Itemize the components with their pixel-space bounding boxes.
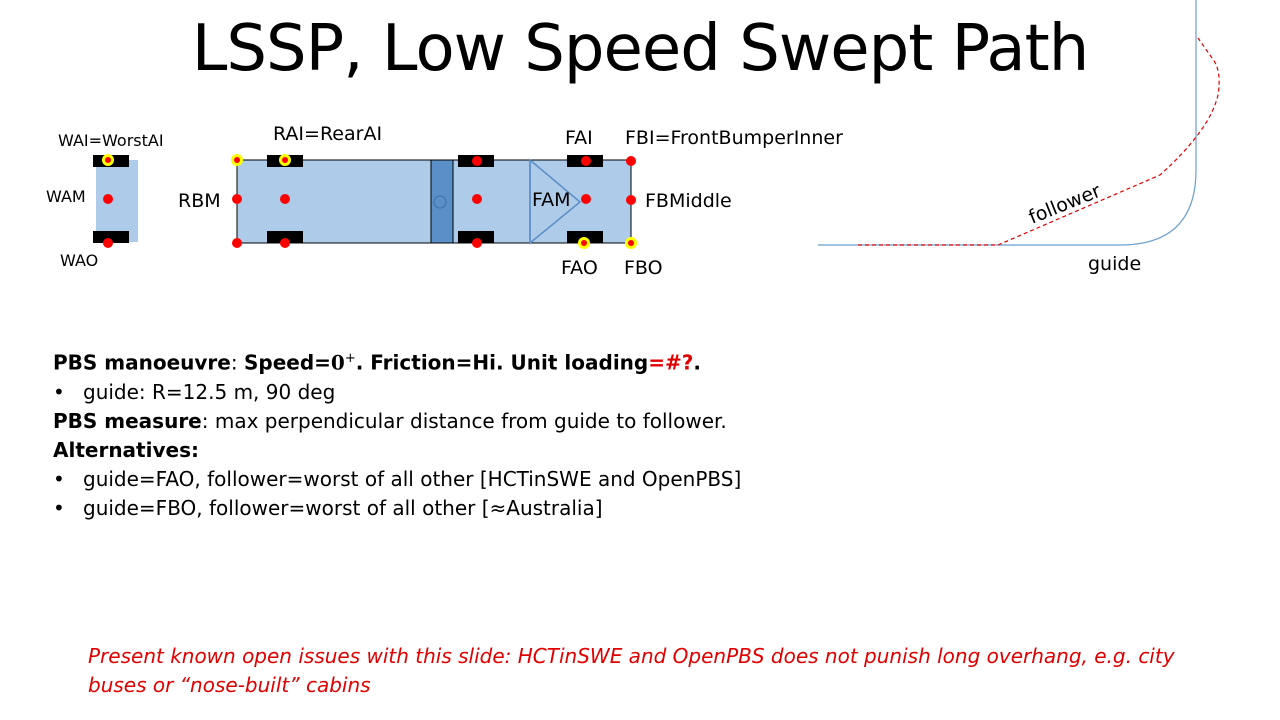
bullet-guide-text: guide: R=12.5 m, 90 deg xyxy=(83,379,336,404)
label-rai: RAI=RearAI xyxy=(273,123,382,145)
point-mid-middle xyxy=(472,194,482,204)
rear-wheel-bottom xyxy=(267,231,303,243)
trailer-wheel-bottom xyxy=(93,231,129,243)
slide-title: LSSP, Low Speed Swept Path xyxy=(191,12,1090,86)
manoeuvre-label: PBS manoeuvre xyxy=(53,350,231,375)
bullet-alt1: • guide=FAO, follower=worst of all other … xyxy=(53,465,741,494)
coupling-point xyxy=(433,195,447,209)
label-fbmiddle: FBMiddle xyxy=(645,190,732,212)
label-fai: FAI xyxy=(565,127,593,149)
speed-label: Speed= xyxy=(243,350,331,375)
bullet-alt2-text: guide=FBO, follower=worst of all other [… xyxy=(83,495,603,520)
point-fbo-core xyxy=(628,240,634,246)
bullet-alt1-text: guide=FAO, follower=worst of all other [… xyxy=(83,466,742,491)
guide-path xyxy=(818,0,1197,246)
point-rear-axle-outer xyxy=(280,238,290,248)
point-fai xyxy=(581,156,591,166)
follower-path xyxy=(858,37,1220,246)
label-fao: FAO xyxy=(561,257,598,279)
point-fam xyxy=(581,194,591,204)
label-wam: WAM xyxy=(46,187,86,206)
label-wao: WAO xyxy=(60,251,98,270)
point-wai-core xyxy=(105,157,111,163)
label-fam: FAM xyxy=(532,189,571,211)
point-rai-core xyxy=(282,157,288,163)
point-rear-axle-mid xyxy=(280,194,290,204)
manoeuvre-line: PBS manoeuvre: Speed=0+. Friction=Hi. Un… xyxy=(53,344,741,378)
label-rbm: RBM xyxy=(178,190,221,212)
bullet-guide: • guide: R=12.5 m, 90 deg xyxy=(53,378,741,407)
point-rear-corner-top-core xyxy=(234,157,240,163)
label-guide: guide xyxy=(1088,253,1141,275)
point-rear-corner-bottom xyxy=(232,238,242,248)
alternatives-label: Alternatives: xyxy=(53,437,199,462)
point-mid-bottom xyxy=(472,238,482,248)
bullet-marker: • xyxy=(53,466,65,491)
alternatives-heading: Alternatives: xyxy=(53,436,741,465)
point-fao-core xyxy=(581,240,587,246)
unit-loading-value: =#? xyxy=(648,350,694,375)
trailer-body xyxy=(96,160,138,242)
label-fbi: FBI=FrontBumperInner xyxy=(625,127,843,149)
bullet-marker: • xyxy=(53,379,65,404)
friction-loading: . Friction=Hi. Unit loading xyxy=(355,350,649,375)
label-fbo: FBO xyxy=(624,257,663,279)
bullet-alt2: • guide=FBO, follower=worst of all other … xyxy=(53,494,741,523)
measure-text: : max perpendicular distance from guide … xyxy=(201,408,727,433)
bullet-marker: • xyxy=(53,495,65,520)
measure-label: PBS measure xyxy=(53,408,202,433)
label-wai: WAI=WorstAI xyxy=(58,131,164,150)
front-wheel-bottom xyxy=(567,231,603,243)
point-mid-top xyxy=(472,156,482,166)
point-rbm xyxy=(232,194,242,204)
line-end: . xyxy=(693,350,701,375)
point-fbmiddle xyxy=(626,195,636,205)
point-fbi xyxy=(626,156,636,166)
mid-wheel-bottom xyxy=(458,231,494,243)
measure-line: PBS measure: max perpendicular distance … xyxy=(53,407,741,436)
slide-body: PBS manoeuvre: Speed=0+. Friction=Hi. Un… xyxy=(53,344,741,523)
point-wam xyxy=(103,194,113,204)
label-follower: follower xyxy=(1026,180,1104,229)
speed-value: 0 xyxy=(330,350,345,375)
speed-sup: + xyxy=(344,351,356,366)
separator: : xyxy=(230,350,244,375)
open-issues-note: Present known open issues with this slid… xyxy=(88,644,1175,697)
point-wao xyxy=(103,238,113,248)
